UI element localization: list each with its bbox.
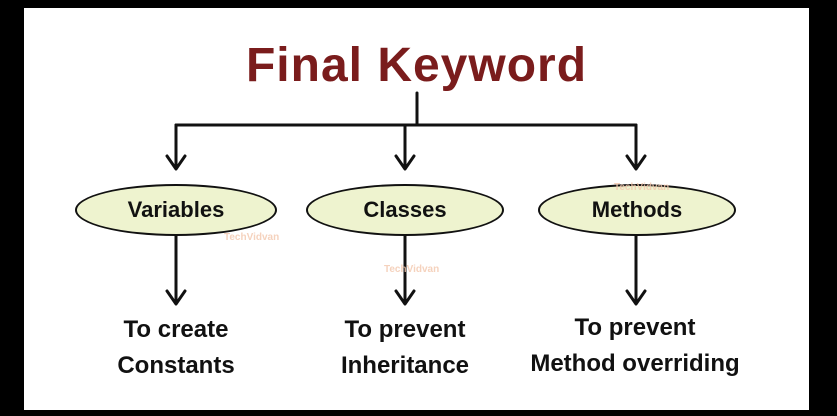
description-methods: To prevent Method overriding: [504, 310, 766, 382]
node-classes-label: Classes: [363, 197, 447, 222]
description-classes-line1: To prevent: [344, 316, 466, 343]
node-classes: Classes: [306, 184, 504, 236]
description-variables: To create Constants: [76, 312, 276, 384]
arrowhead-center: [394, 154, 416, 171]
description-classes: To prevent Inheritance: [300, 312, 510, 384]
arrowhead-right: [625, 154, 647, 171]
description-methods-line1: To prevent: [574, 314, 696, 341]
connector-lines: [165, 91, 647, 306]
description-methods-line2: Method overriding: [530, 350, 740, 377]
description-variables-line2: Constants: [117, 352, 235, 379]
watermark-logo: TechVidvan: [224, 232, 280, 243]
arrowhead-left: [165, 154, 187, 171]
node-variables-label: Variables: [127, 197, 225, 222]
node-variables: Variables: [75, 184, 277, 236]
diagram-canvas: Final Keyword Variables Classes Methods …: [24, 8, 809, 410]
desc-arrowhead-center: [394, 289, 416, 306]
watermark-logo: TechVidvan: [384, 264, 440, 275]
diagram-title: Final Keyword: [245, 39, 588, 92]
description-classes-line2: Inheritance: [340, 352, 470, 379]
desc-arrowhead-left: [165, 289, 187, 306]
description-variables-line1: To create: [123, 316, 229, 343]
node-methods-label: Methods: [591, 197, 683, 222]
node-methods: Methods: [538, 184, 736, 236]
desc-arrowhead-right: [625, 289, 647, 306]
watermark-logo: TechVidvan: [614, 182, 670, 193]
